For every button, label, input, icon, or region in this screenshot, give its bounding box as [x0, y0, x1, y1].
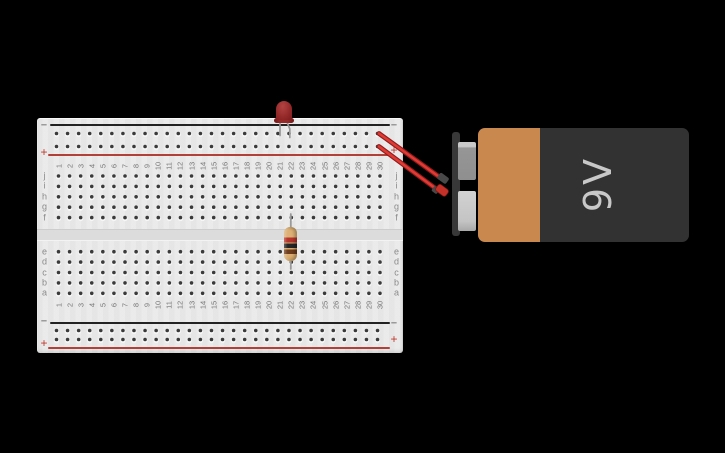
row-label: b — [41, 277, 48, 288]
row-label: h — [41, 191, 48, 202]
row-label: b — [393, 277, 400, 288]
battery-negative-terminal[interactable] — [457, 142, 476, 180]
top-negative-rail-line — [50, 124, 390, 126]
row-label: h — [393, 191, 400, 202]
row-label: c — [42, 267, 47, 277]
top-left-minus-label: − — [40, 119, 48, 132]
resistor[interactable] — [283, 227, 298, 261]
bottom-left-plus-label: + — [40, 336, 48, 350]
row-label: e — [41, 246, 48, 257]
bottom-negative-rail-line — [50, 322, 390, 324]
battery-clip-strip — [451, 132, 460, 236]
row-label: i — [43, 180, 46, 191]
row-label: e — [393, 246, 400, 257]
row-label: c — [394, 267, 399, 277]
battery-voltage-label: 9V — [576, 155, 620, 213]
top-left-plus-label: + — [40, 145, 48, 159]
row-label: d — [393, 256, 400, 267]
battery-positive-terminal[interactable] — [457, 191, 476, 231]
row-label: j — [43, 170, 46, 181]
breadboard-center-channel — [37, 228, 403, 241]
row-label: d — [41, 256, 48, 267]
bottom-positive-rail-line — [48, 347, 390, 349]
led-legs — [279, 121, 291, 139]
bottom-right-minus-label: − — [390, 317, 398, 330]
breadboard-holes[interactable] — [37, 118, 403, 353]
top-positive-rail-line — [48, 154, 390, 157]
positive-cap-nub — [431, 186, 440, 194]
row-label: a — [393, 287, 400, 298]
negative-terminal-cap — [437, 172, 449, 184]
bottom-right-plus-label: + — [390, 332, 398, 346]
led-flange — [273, 118, 294, 124]
positive-terminal-cap — [435, 184, 449, 197]
row-label: f — [395, 212, 398, 223]
red-led[interactable] — [275, 101, 292, 120]
row-label: f — [43, 212, 46, 223]
row-label: g — [393, 201, 400, 212]
row-label: a — [41, 287, 48, 298]
row-label: g — [41, 201, 48, 212]
bottom-left-minus-label: − — [40, 315, 48, 328]
battery-9v[interactable] — [478, 128, 689, 242]
top-right-minus-label: − — [390, 119, 398, 132]
